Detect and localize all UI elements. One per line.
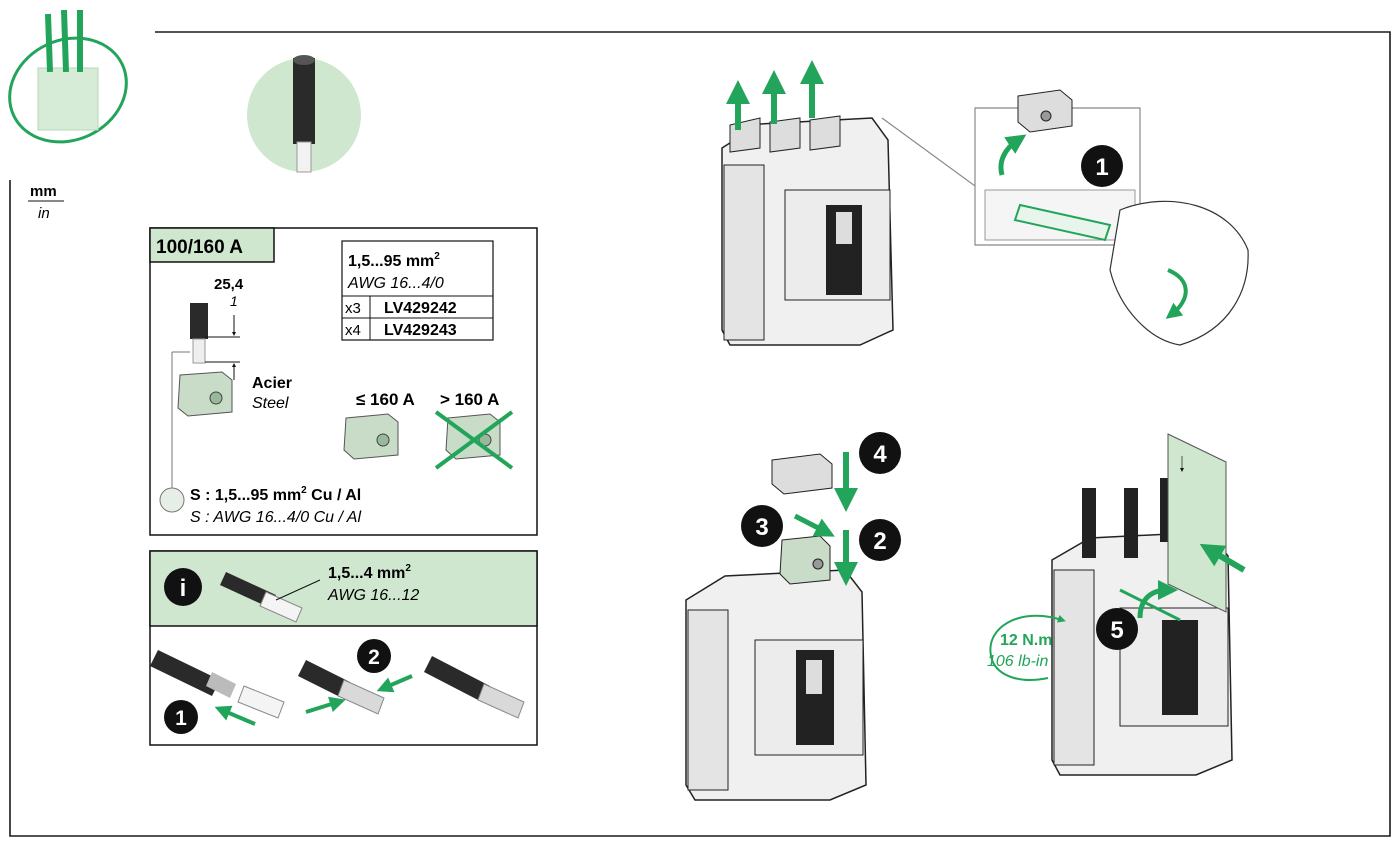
step-2-badge: [859, 519, 901, 561]
lug-cover-icon: [771, 453, 833, 495]
step-2-label: 2: [873, 528, 886, 555]
section-sup: 2: [301, 485, 307, 496]
table-row-ref-2: LV429243: [384, 322, 457, 339]
removed-lug-icon: [1017, 89, 1073, 133]
shield-insert-arrow: [1199, 543, 1246, 573]
forbidden-label: > 160 A: [440, 390, 499, 409]
info-icon: [164, 568, 202, 606]
page-border: [9, 31, 1391, 837]
lug-material-fr: Acier: [252, 375, 292, 392]
torque-imperial: 106 lb-in: [987, 653, 1048, 670]
info-range-awg: AWG 16...12: [327, 587, 419, 604]
svg-text:1,5...4 mm2: 1,5...4 mm2: [328, 563, 411, 582]
allowed-label: ≤ 160 A: [356, 390, 415, 409]
info-step-2-badge: [357, 639, 391, 673]
lug-material-en: Steel: [252, 395, 289, 412]
table-row-ref-1: LV429242: [384, 300, 457, 317]
insert-ferrule-arrow: [214, 705, 256, 726]
strand-cable-icon: [150, 650, 236, 698]
section-metric-suffix: Cu / Al: [307, 487, 362, 504]
lift-curve-arrow: [998, 134, 1027, 176]
torque-metric: 12 N.m: [1000, 632, 1052, 649]
stripped-cable-icon: [190, 303, 240, 380]
step-3-badge: [741, 505, 783, 547]
screwdriver-icon: [1119, 588, 1181, 622]
cable-range-table: [341, 240, 494, 341]
step-1-label: 1: [1095, 154, 1108, 181]
info-panel: i 1,5...4 mm2 AWG 16...12 1 2: [149, 550, 538, 746]
table-header-sup: 2: [434, 251, 440, 262]
table-header-awg: AWG 16...4/0: [347, 275, 444, 292]
rating-panel: 100/160 A 25,4 1 Acier Steel 1,5..: [149, 227, 538, 536]
step-5-label: 5: [1110, 617, 1123, 644]
info-range-sup: 2: [405, 563, 411, 574]
allowed-lug-icon: [343, 413, 399, 460]
ferrule-icon: [237, 685, 285, 719]
twist-arrow: [1165, 268, 1188, 319]
step-3-label: 3: [755, 514, 768, 541]
terminal-icon: [8, 9, 128, 144]
terminal-shield-icon: [1167, 433, 1227, 613]
step-1-badge: [1081, 145, 1123, 187]
unit-mm: mm: [30, 183, 57, 200]
step-4-label: 4: [873, 441, 887, 468]
table-row-qty-2: x4: [345, 322, 361, 339]
rating-title: 100/160 A: [156, 237, 243, 258]
strip-length-in: 1: [230, 293, 238, 309]
strip-length-mm: 25,4: [214, 276, 244, 293]
step-4-badge: [859, 432, 901, 474]
unit-in: in: [38, 205, 50, 222]
cable-icon: [247, 55, 361, 173]
table-row-qty-1: x3: [345, 300, 361, 317]
breaker-insert-view: [685, 569, 867, 801]
crimp-cable-icon: [298, 660, 385, 715]
screwdriver-hand-icon: [984, 189, 1249, 346]
svg-text:S : 1,5...95 mm2 Cu / Al: S : 1,5...95 mm2 Cu / Al: [190, 485, 361, 504]
inserted-lug-icon: [779, 535, 831, 585]
info-step-1-badge: [164, 700, 198, 734]
svg-text:i: i: [180, 575, 187, 602]
finished-cable-icon: [424, 656, 525, 719]
crimp-arrow-left: [305, 696, 346, 714]
table-header-metric: 1,5...95 mm: [348, 253, 434, 270]
zoom-callout-lines: [881, 107, 1141, 246]
svg-text:1,5...95 mm2: 1,5...95 mm2: [348, 251, 440, 270]
crimp-arrow-right: [376, 674, 413, 693]
section-awg: S : AWG 16...4/0 Cu / Al: [190, 509, 361, 526]
forbidden-lug-icon: [434, 410, 514, 470]
steel-lug-icon: [171, 351, 233, 488]
torque-arrow-icon: [989, 614, 1066, 681]
push-arrow: [793, 513, 835, 537]
section-metric: S : 1,5...95 mm: [190, 487, 301, 504]
info-step-1: 1: [175, 707, 187, 730]
breaker-remove-view: [721, 115, 894, 346]
step-5-badge: [1096, 608, 1138, 650]
info-range-metric: 1,5...4 mm: [328, 565, 405, 582]
thin-cable-icon: [220, 572, 321, 623]
info-step-2: 2: [368, 646, 380, 669]
section-marker-icon: [159, 487, 185, 513]
tighten-curve-arrow: [1137, 580, 1178, 619]
